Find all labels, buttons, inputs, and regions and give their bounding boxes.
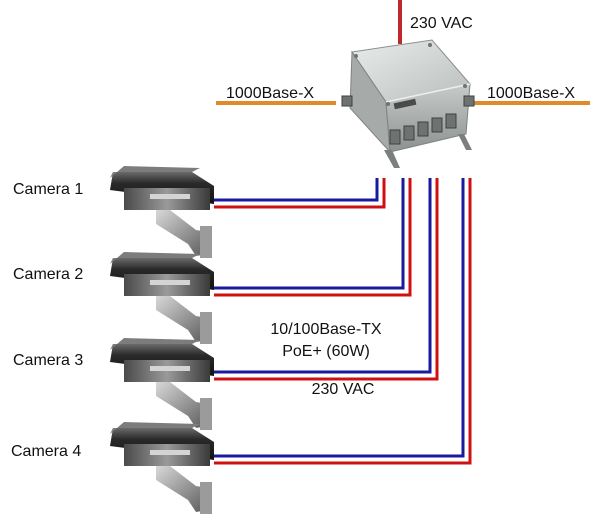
power-top-label: 230 VAC: [410, 15, 473, 32]
link-label-line2: PoE+ (60W): [282, 343, 370, 360]
cable-power-camera-2: [214, 178, 412, 297]
cable-glands: [341, 95, 475, 145]
power-bottom-label: 230 VAC: [312, 381, 375, 398]
camera-2: Camera 2: [13, 252, 214, 344]
uplink-right-label: 1000Base-X: [487, 85, 575, 102]
uplink-left-label: 1000Base-X: [226, 85, 314, 102]
camera-2-label: Camera 2: [13, 266, 83, 283]
camera-1: Camera 1: [13, 166, 214, 258]
cable-data-camera-3: [214, 178, 432, 374]
camera-3: Camera 3: [13, 338, 214, 430]
cable-power-camera-4: [214, 178, 472, 465]
switch-enclosure: [341, 39, 475, 168]
camera-3-icon: [110, 338, 214, 430]
camera-4-icon: [110, 422, 214, 514]
camera-1-icon: [110, 166, 214, 258]
cable-data-camera-4: [214, 178, 465, 458]
camera-3-label: Camera 3: [13, 352, 83, 369]
cable-power-camera-3: [214, 178, 439, 381]
camera-cables: [214, 178, 472, 465]
cable-data-camera-2: [214, 178, 405, 290]
camera-4-label: Camera 4: [11, 443, 81, 460]
camera-4: Camera 4: [11, 422, 214, 514]
cable-data-camera-1: [214, 178, 379, 202]
camera-2-icon: [110, 252, 214, 344]
camera-1-label: Camera 1: [13, 181, 83, 198]
link-label-line1: 10/100Base-TX: [270, 321, 382, 338]
cable-power-camera-1: [214, 178, 386, 209]
